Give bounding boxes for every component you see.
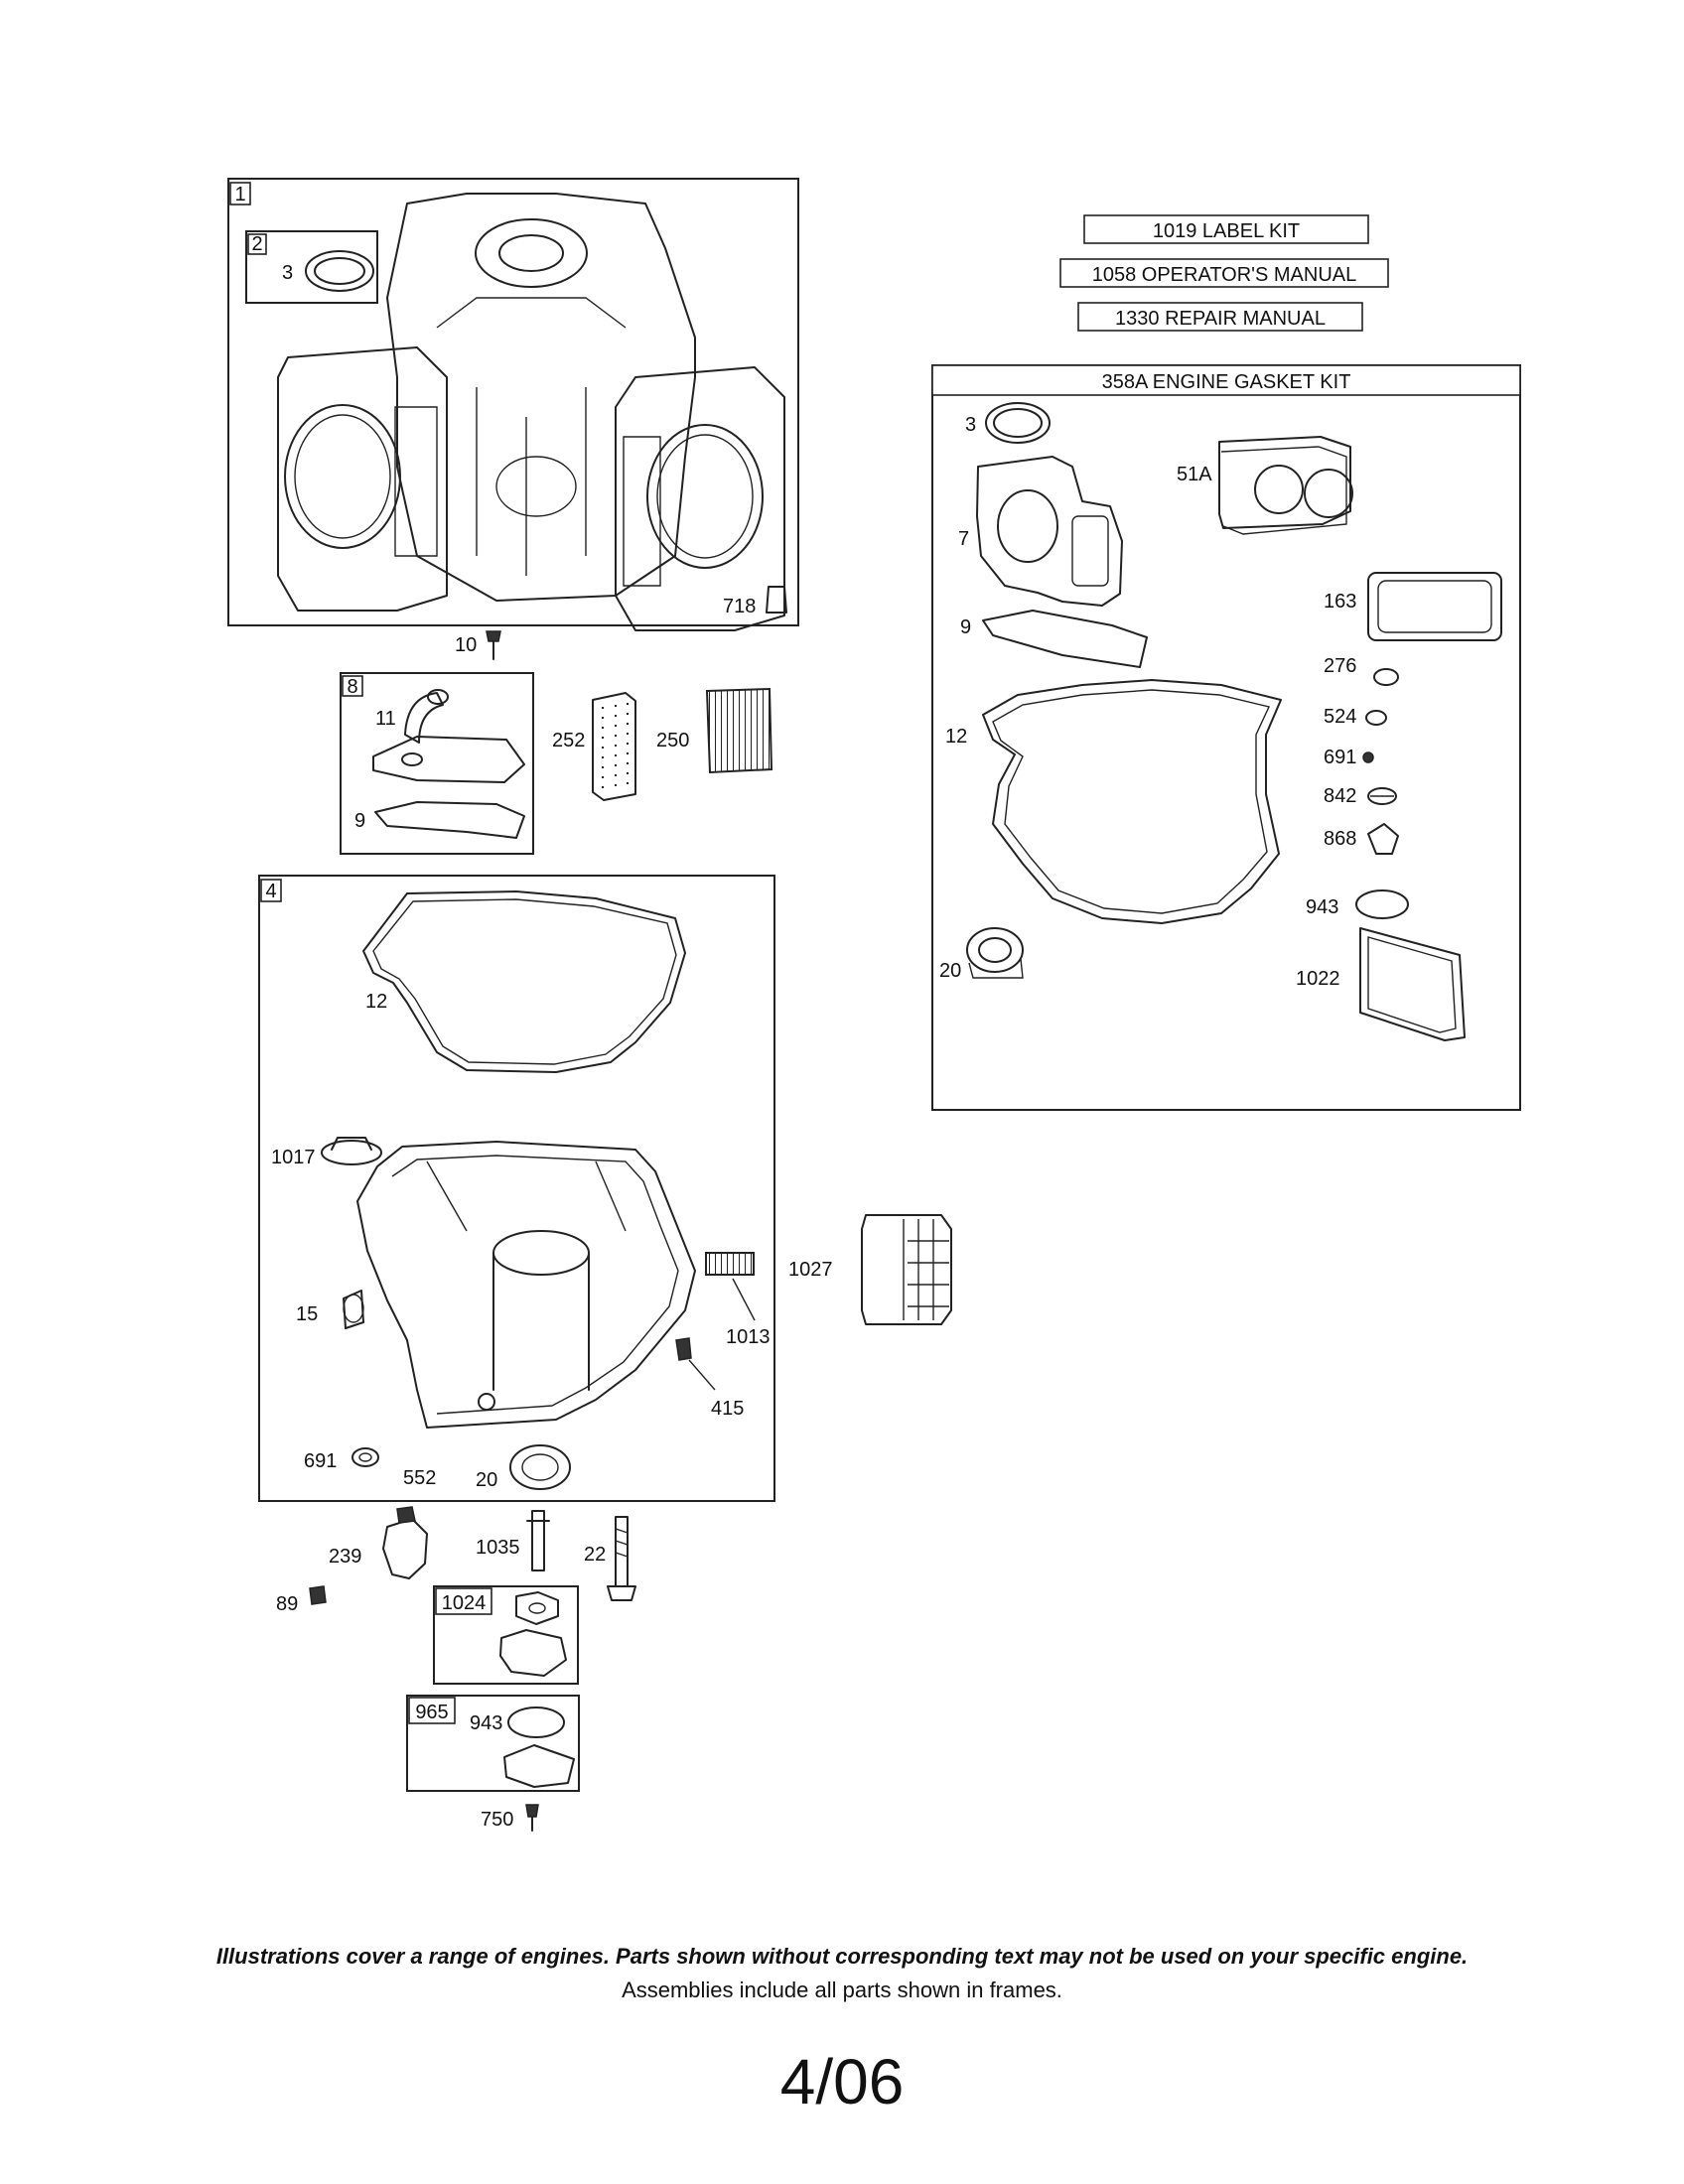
part-number-label: 9 <box>354 810 365 832</box>
part-number-label: 250 <box>656 730 689 751</box>
part-1027-oil-filter: 1027 <box>788 1214 952 1325</box>
part-number-label: 1330 REPAIR MANUAL <box>1115 308 1326 330</box>
sump-assembly-frame: 4 12 1017 15 1013 415 691 552 <box>258 875 775 1502</box>
cover-frame: 965 943 <box>406 1695 580 1792</box>
breather-assembly-frame: 8 11 9 <box>340 672 534 855</box>
part-number-label: 524 <box>1324 706 1356 728</box>
part-number-label: 750 <box>481 1809 513 1831</box>
part-number-label: 1058 OPERATOR'S MANUAL <box>1092 264 1357 286</box>
part-number-label: 8 <box>347 676 357 698</box>
part-1035-pin: 1035 <box>476 1510 550 1571</box>
part-number-label: 1027 <box>788 1259 833 1281</box>
part-number-label: 1019 LABEL KIT <box>1153 220 1300 242</box>
part-number-label: 1022 <box>1296 968 1340 990</box>
repair-manual-box: 1330 REPAIR MANUAL <box>1077 302 1363 332</box>
part-250-filter: 250 <box>656 687 773 774</box>
engine-gasket-kit-frame: 358A ENGINE GASKET KIT 3 51A 7 9 163 276… <box>931 364 1521 1111</box>
part-number-label: 1035 <box>476 1537 520 1559</box>
footer-assemblies-note: Assemblies include all parts shown in fr… <box>622 1978 1062 2002</box>
part-89-plug: 89 <box>276 1585 327 1615</box>
part-number-label: 1 <box>234 184 245 205</box>
part-number-label: 415 <box>711 1398 744 1420</box>
part-number-label: 22 <box>584 1544 606 1566</box>
part-number-label: 943 <box>1306 896 1338 918</box>
part-number-label: 239 <box>329 1546 361 1568</box>
part-number-label: 7 <box>958 528 969 550</box>
part-10-bolt: 10 <box>455 630 501 660</box>
part-number-label: 552 <box>403 1467 436 1489</box>
part-number-label: 51A <box>1177 464 1212 485</box>
part-number-label: 4 <box>265 881 276 902</box>
part-number-label: 691 <box>304 1450 337 1472</box>
footer-note: Illustrations cover a range of engines. … <box>215 1944 1469 1969</box>
part-number-label: 842 <box>1324 785 1356 807</box>
part-number-label: 89 <box>276 1593 298 1615</box>
part-750-screw: 750 <box>481 1804 539 1832</box>
operators-manual-box: 1058 OPERATOR'S MANUAL <box>1059 258 1389 288</box>
part-number-label: 3 <box>282 262 293 284</box>
page-number: 4/06 <box>779 2046 905 2117</box>
part-number-label: 868 <box>1324 828 1356 850</box>
part-number-label: 965 <box>415 1702 448 1723</box>
part-number-label: 163 <box>1324 591 1356 613</box>
part-number-label: 20 <box>476 1469 497 1491</box>
part-239-sensor: 239 <box>329 1506 428 1579</box>
cylinder-assembly-frame: 1 2 3 718 <box>227 178 799 631</box>
oil-fill-frame: 1024 <box>433 1585 579 1685</box>
part-number-label: 10 <box>455 634 477 656</box>
part-number-label: 276 <box>1324 655 1356 677</box>
part-number-label: 15 <box>296 1303 318 1325</box>
part-number-label: 3 <box>965 414 976 436</box>
part-number-label: 9 <box>960 616 971 638</box>
part-number-label: 12 <box>365 991 387 1013</box>
part-number-label: 691 <box>1324 747 1356 768</box>
part-number-label: 2 <box>251 233 262 255</box>
part-number-label: 1024 <box>442 1592 487 1614</box>
part-number-label: 718 <box>723 596 756 617</box>
part-22-bolt: 22 <box>584 1516 636 1601</box>
part-number-label: 943 <box>470 1712 502 1734</box>
part-252-filter: 252 <box>552 692 636 801</box>
part-number-label: 11 <box>375 708 396 730</box>
part-number-label: 12 <box>945 726 967 748</box>
gasket-kit-title: 358A ENGINE GASKET KIT <box>1102 371 1351 393</box>
part-number-label: 1013 <box>726 1326 771 1348</box>
part-number-label: 1017 <box>271 1147 316 1168</box>
part-number-label: 252 <box>552 730 585 751</box>
part-number-label: 20 <box>939 960 961 982</box>
label-kit-box: 1019 LABEL KIT <box>1083 214 1369 244</box>
